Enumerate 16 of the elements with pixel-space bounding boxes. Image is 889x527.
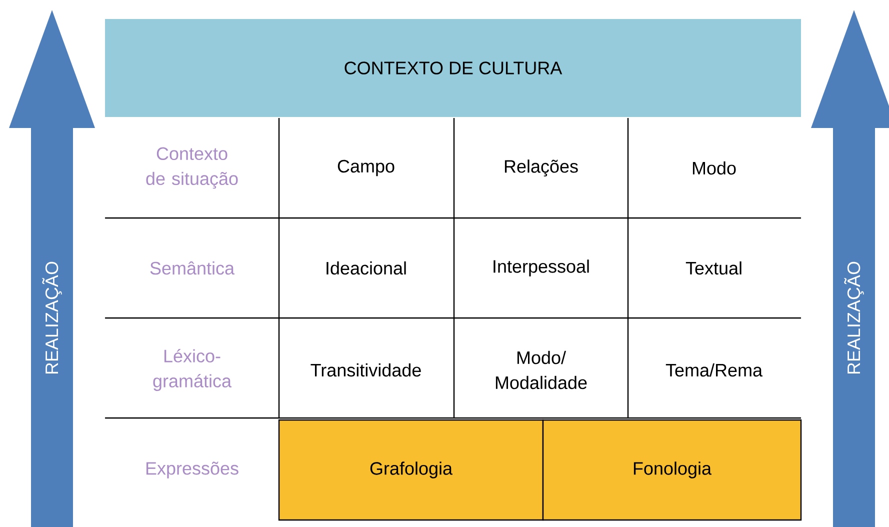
table-cell-text: Interpessoal xyxy=(494,260,589,276)
table-cell-text: Modo xyxy=(692,161,736,175)
table-cell-text: Modo/ Modalidade xyxy=(496,350,587,390)
row-label: Expressões xyxy=(146,462,238,478)
table-cell-text: Tema/Rema xyxy=(666,363,763,377)
table-cell-text: Ideacional xyxy=(326,261,406,275)
table-cell-text: Campo xyxy=(338,160,394,176)
expression-box: Grafologia xyxy=(278,419,544,521)
row-label: Semântica xyxy=(150,261,235,275)
row-label: Contexto de situação xyxy=(146,147,238,189)
expression-box: Fonologia xyxy=(542,419,802,521)
table-cell-text: Transitividade xyxy=(310,363,421,377)
table-cell-text: Relações xyxy=(504,160,578,176)
table-cell-text: Textual xyxy=(686,261,742,275)
row-label: Léxico-gramática xyxy=(153,349,232,391)
culture-band: CONTEXTO DE CULTURA xyxy=(105,19,801,117)
